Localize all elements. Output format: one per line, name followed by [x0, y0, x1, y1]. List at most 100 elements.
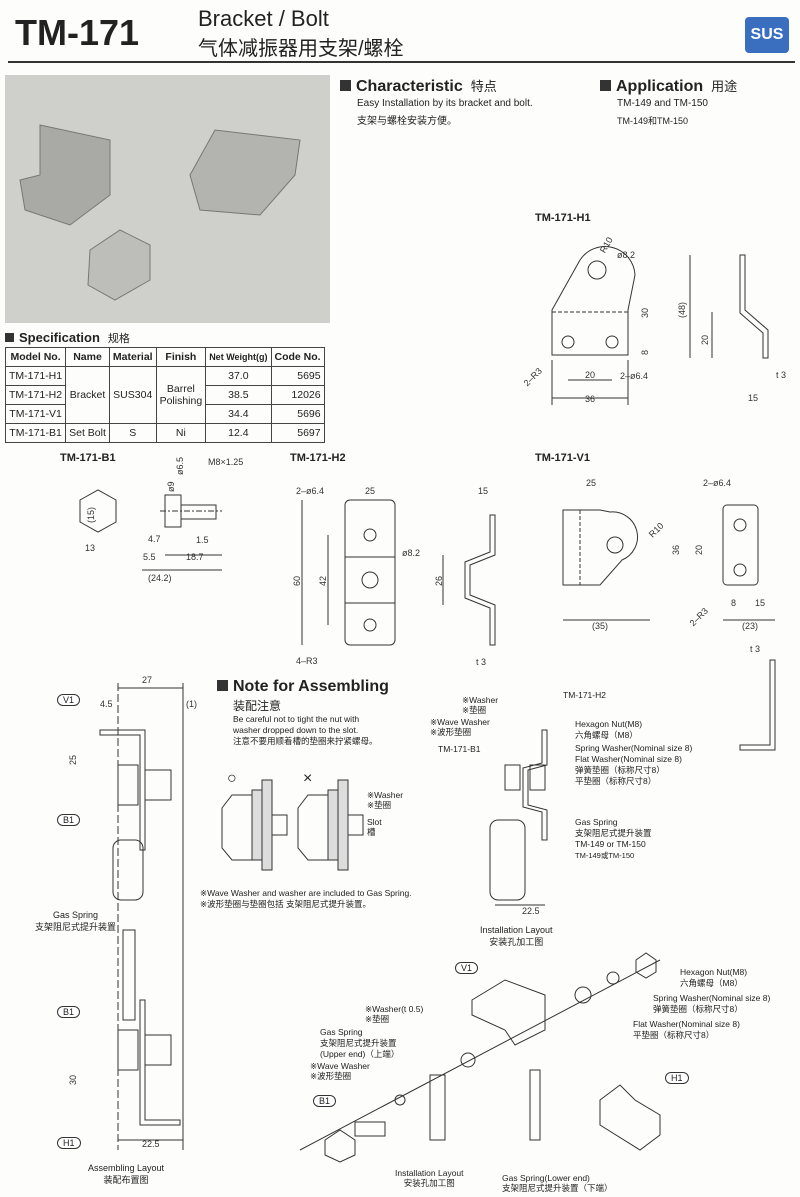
dim: t 3	[750, 644, 761, 654]
dim: 2–ø6.4	[703, 478, 732, 488]
dim: 13	[85, 543, 96, 553]
dim: 8	[640, 349, 650, 355]
wrong-mark: ×	[303, 770, 313, 787]
dim: ø8.2	[617, 250, 636, 260]
dim: 18.7	[186, 552, 204, 562]
photo-bracket-2	[189, 129, 301, 216]
col-material: Material	[108, 347, 157, 367]
installation-layout-2-drawing	[299, 952, 661, 1163]
dim: 30	[68, 1074, 78, 1085]
dim: 36	[671, 544, 681, 555]
dim: (48)	[677, 301, 687, 318]
dim: 26	[434, 575, 444, 586]
col-finish: Finish	[155, 347, 207, 367]
dim: 2–ø6.4	[620, 371, 649, 381]
dim: (35)	[592, 621, 609, 631]
callout-h1: H1	[57, 1137, 81, 1149]
dim: 25	[365, 486, 376, 496]
dim: 22.5	[142, 1139, 160, 1149]
dim: 60	[292, 575, 302, 586]
nut-label: Hexagon Nut(M8)六角螺母（M8）	[680, 967, 748, 988]
dim: 27	[142, 675, 153, 685]
h1-drawing	[551, 246, 769, 405]
dim: ø6.5	[175, 456, 185, 475]
dim: 20	[700, 334, 710, 345]
wave-washer-label: ※Wave Washer※波形垫圈	[430, 717, 490, 737]
dim: 15	[755, 598, 766, 608]
b1-drawing	[79, 489, 222, 571]
note-drawings	[221, 779, 364, 871]
dim: 22.5	[522, 906, 540, 916]
dim: 42	[318, 575, 328, 586]
col-code: Code No.	[270, 347, 325, 367]
h2-label: TM-171-H2	[563, 690, 606, 700]
dim: (15)	[86, 506, 96, 523]
dim: (1)	[186, 699, 197, 709]
assembling-layout-drawing	[99, 683, 184, 1150]
installation-layout-1-drawing	[489, 729, 548, 906]
note-footnote: ※Wave Washer and washer are included to …	[200, 888, 412, 909]
dim: (24.2)	[148, 573, 172, 583]
b1-title: TM-171-B1	[60, 452, 116, 464]
dim: (23)	[742, 621, 759, 631]
dim: 4.5	[100, 699, 113, 709]
dim: ø8.2	[402, 548, 421, 558]
washer-label: ※Washer※垫圈	[367, 790, 404, 810]
h1-title: TM-171-H1	[535, 212, 591, 224]
washers-label: Spring Washer(Nominal size 8)Flat Washer…	[575, 743, 693, 786]
callout-v1: V1	[455, 962, 479, 974]
correct-mark: ○	[227, 770, 237, 787]
dim: ø9	[166, 481, 176, 492]
dim: 36	[585, 394, 596, 404]
gas-spring-lower-label: Gas Spring(Lower end)支架阻尼式提升装置（下端）	[502, 1173, 613, 1193]
application-text-cn: TM-149和TM-150	[617, 116, 689, 126]
note-heading: Note for Assembling	[217, 678, 389, 696]
dim: 8	[731, 598, 737, 608]
flat-washer-label: Flat Washer(Nominal size 8)平垫圈（标称尺寸8）	[633, 1019, 740, 1040]
callout-h1: H1	[665, 1072, 689, 1084]
dim: t 3	[476, 657, 487, 667]
dim: 20	[694, 544, 704, 555]
dim: 2–ø6.4	[296, 486, 325, 496]
dim: 15	[478, 486, 489, 496]
dim: 4–R3	[296, 656, 318, 666]
dim: 25	[586, 478, 597, 488]
title-en: Bracket / Bolt	[198, 6, 329, 31]
wave-washer-label: ※Wave Washer※波形垫圈	[310, 1061, 370, 1081]
dim: 20	[585, 370, 596, 380]
callout-b1: B1	[57, 814, 81, 826]
col-model: Model No.	[4, 347, 67, 367]
photo-bracket-1	[19, 124, 111, 226]
dim: 4.7	[148, 534, 161, 544]
characteristic-text-cn: 支架与螺栓安装方便。	[357, 116, 457, 127]
callout-b1: B1	[57, 1006, 81, 1018]
characteristic-text-en: Easy Installation by its bracket and bol…	[357, 98, 533, 109]
callout-b1: B1	[313, 1095, 337, 1107]
b1-label: TM-171-B1	[438, 744, 481, 754]
washer-label: ※Washer※垫圈	[462, 695, 499, 715]
v1-drawing	[562, 504, 776, 751]
nut-label: Hexagon Nut(M8)六角螺母（M8）	[575, 719, 643, 740]
dim: 5.5	[143, 552, 156, 562]
application-text-en: TM-149 and TM-150	[617, 98, 708, 109]
v1-title: TM-171-V1	[535, 452, 591, 464]
dim: M8×1.25	[208, 457, 244, 467]
washer-label: ※Washer(t 0.5)※垫圈	[365, 1004, 424, 1024]
dim: 15	[748, 393, 759, 403]
note-heading-cn: 装配注意	[233, 699, 282, 713]
